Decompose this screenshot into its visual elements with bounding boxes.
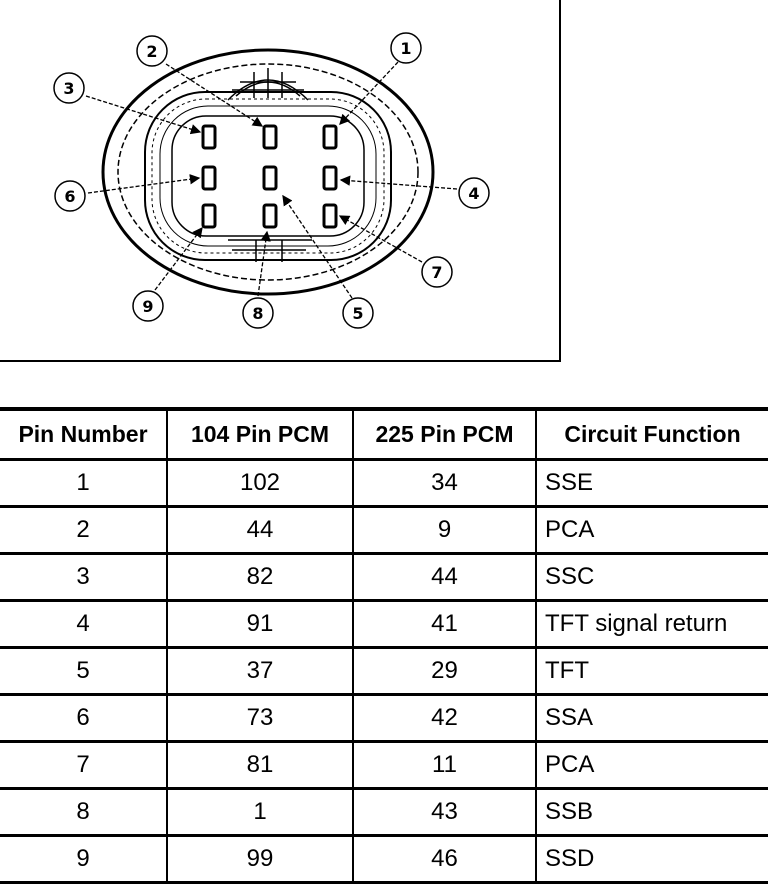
pin-socket-1 [322, 124, 338, 150]
header-225-pin-pcm: 225 Pin PCM [352, 407, 536, 460]
callouts: 1 2 3 4 5 6 7 8 9 [53, 32, 490, 329]
callout-6: 6 [54, 180, 86, 212]
callout-1-label: 1 [400, 39, 411, 58]
cell-225-pin-pcm: 41 [352, 599, 536, 648]
cell-pin-number: 1 [0, 458, 167, 507]
pin-socket-4 [322, 165, 338, 191]
pin-sockets [201, 124, 338, 229]
callout-2-label: 2 [146, 42, 157, 61]
pin-socket-5 [262, 165, 278, 191]
pin-socket-3 [201, 124, 217, 150]
cell-225-pin-pcm: 46 [352, 834, 536, 884]
callout-9-label: 9 [142, 297, 153, 316]
callout-4-label: 4 [468, 184, 479, 203]
cell-104-pin-pcm: 99 [166, 834, 353, 884]
cell-circuit-function: TFT signal return [535, 599, 768, 648]
cell-circuit-function: PCA [535, 505, 768, 554]
cell-225-pin-pcm: 44 [352, 552, 536, 601]
header-circuit-function: Circuit Function [535, 407, 768, 460]
callout-3: 3 [53, 72, 85, 104]
leader-3 [85, 95, 202, 135]
callout-5-label: 5 [352, 304, 363, 323]
cell-104-pin-pcm: 73 [166, 693, 353, 742]
pin-socket-7 [322, 203, 338, 229]
cell-pin-number: 4 [0, 599, 167, 648]
cell-circuit-function: SSE [535, 458, 768, 507]
cell-104-pin-pcm: 82 [166, 552, 353, 601]
callout-8-label: 8 [252, 304, 263, 323]
table-header-row: Pin Number 104 Pin PCM 225 Pin PCM Circu… [0, 407, 768, 460]
cell-pin-number: 8 [0, 787, 167, 836]
callout-2: 2 [136, 35, 168, 67]
cell-pin-number: 2 [0, 505, 167, 554]
leader-7 [338, 215, 423, 263]
cell-pin-number: 7 [0, 740, 167, 789]
cell-225-pin-pcm: 29 [352, 646, 536, 695]
cell-104-pin-pcm: 44 [166, 505, 353, 554]
leader-2 [165, 63, 264, 127]
pin-table: Pin Number 104 Pin PCM 225 Pin PCM Circu… [0, 407, 768, 884]
cell-225-pin-pcm: 9 [352, 505, 536, 554]
cell-225-pin-pcm: 11 [352, 740, 536, 789]
connector-key-bottom [228, 239, 312, 262]
connector-key-top [227, 68, 309, 101]
leader-1 [339, 61, 399, 125]
cell-104-pin-pcm: 1 [166, 787, 353, 836]
leader-lines [85, 61, 458, 299]
pin-socket-2 [262, 124, 278, 150]
cell-104-pin-pcm: 91 [166, 599, 353, 648]
leader-5 [282, 194, 353, 299]
cell-circuit-function: TFT [535, 646, 768, 695]
cell-104-pin-pcm: 37 [166, 646, 353, 695]
leader-6 [87, 174, 201, 194]
pin-socket-6 [201, 165, 217, 191]
leader-8 [257, 230, 271, 297]
connector-diagram: 1 2 3 4 5 6 7 8 9 [0, 0, 561, 362]
header-pin-number: Pin Number [0, 407, 167, 460]
callout-8: 8 [242, 297, 274, 329]
callout-1: 1 [390, 32, 422, 64]
leader-4 [339, 175, 458, 190]
cell-225-pin-pcm: 43 [352, 787, 536, 836]
cell-104-pin-pcm: 102 [166, 458, 353, 507]
cell-225-pin-pcm: 42 [352, 693, 536, 742]
callout-5: 5 [342, 297, 374, 329]
callout-7-label: 7 [431, 263, 442, 282]
header-104-pin-pcm: 104 Pin PCM [166, 407, 353, 460]
callout-4: 4 [458, 177, 490, 209]
cell-circuit-function: SSC [535, 552, 768, 601]
pin-socket-9 [201, 203, 217, 229]
cell-pin-number: 5 [0, 646, 167, 695]
callout-9: 9 [132, 290, 164, 322]
callout-3-label: 3 [63, 79, 74, 98]
leader-9 [154, 226, 203, 291]
cell-circuit-function: PCA [535, 740, 768, 789]
cell-pin-number: 3 [0, 552, 167, 601]
cell-circuit-function: SSD [535, 834, 768, 884]
pin-socket-8 [262, 203, 278, 229]
cell-pin-number: 9 [0, 834, 167, 884]
cell-circuit-function: SSB [535, 787, 768, 836]
cell-circuit-function: SSA [535, 693, 768, 742]
callout-7: 7 [421, 256, 453, 288]
cell-225-pin-pcm: 34 [352, 458, 536, 507]
cell-pin-number: 6 [0, 693, 167, 742]
cell-104-pin-pcm: 81 [166, 740, 353, 789]
callout-6-label: 6 [64, 187, 75, 206]
